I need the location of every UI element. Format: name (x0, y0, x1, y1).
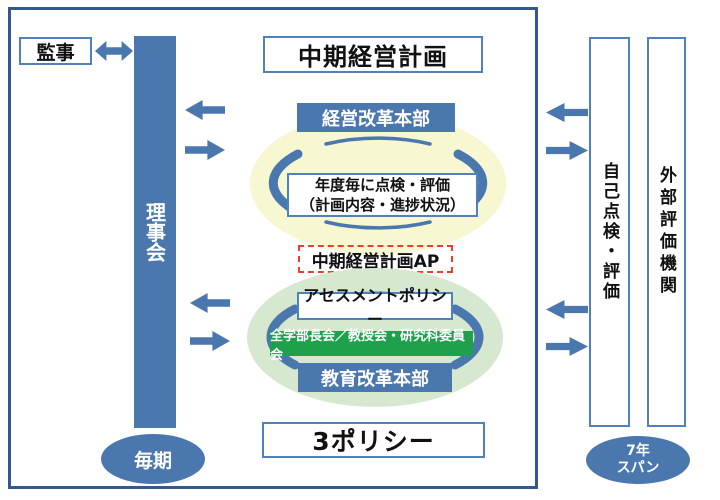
yearly-check-line1: 年度毎に点検・評価 (314, 175, 450, 194)
management-reform-hq-box: 経営改革本部 (297, 103, 455, 132)
external-evaluation-label: 外部評価機関 (656, 166, 676, 298)
external-evaluation-column: 外部評価機関 (647, 37, 686, 427)
every-period-badge: 毎期 (101, 434, 205, 484)
education-reform-hq-box: 教育改革本部 (298, 363, 452, 392)
auditor-board-double-arrow-icon (95, 41, 133, 61)
seven-year-line2: スパン (616, 460, 660, 476)
board-bar: 理事会 (134, 36, 176, 428)
board-label: 理事会 (142, 202, 167, 262)
auditor-label: 監事 (36, 41, 75, 64)
self-check-column: 自己点検・評価 (589, 37, 630, 427)
seven-year-span-badge: 7年 スパン (586, 436, 690, 484)
assessment-policy-label: アセスメントポリシー (303, 286, 447, 329)
self-check-label: 自己点検・評価 (599, 162, 619, 302)
yearly-check-line2: （計画内容・進捗状況） (299, 196, 465, 214)
management-reform-hq-label: 経営改革本部 (322, 108, 430, 130)
mid-term-plan-box: 中期経営計画 (263, 36, 483, 73)
mid-term-plan-ap-label: 中期経営計画AP (311, 251, 440, 272)
three-policy-label: 3ポリシー (312, 427, 435, 456)
education-reform-hq-label: 教育改革本部 (321, 368, 429, 390)
auditor-box: 監事 (19, 37, 92, 65)
every-period-label: 毎期 (133, 449, 172, 472)
frame-to-selfcheck-arrow-lower-icon (546, 337, 588, 356)
assessment-policy-box: アセスメントポリシー (297, 286, 453, 329)
selfcheck-to-frame-arrow-lower-icon (546, 300, 588, 319)
faculty-councils-label: 全学部長会／教授会・研究科委員会 (270, 328, 466, 363)
frame-to-selfcheck-arrow-upper-icon (546, 141, 588, 160)
selfcheck-to-frame-arrow-upper-icon (546, 103, 588, 122)
faculty-councils-box: 全学部長会／教授会・研究科委員会 (270, 329, 473, 363)
main-frame (8, 7, 538, 489)
three-policy-box: 3ポリシー (262, 422, 485, 458)
yearly-check-box: 年度毎に点検・評価 （計画内容・進捗状況） (287, 173, 478, 217)
seven-year-line1: 7年 (626, 442, 650, 459)
mid-term-plan-label: 中期経営計画 (298, 43, 448, 71)
